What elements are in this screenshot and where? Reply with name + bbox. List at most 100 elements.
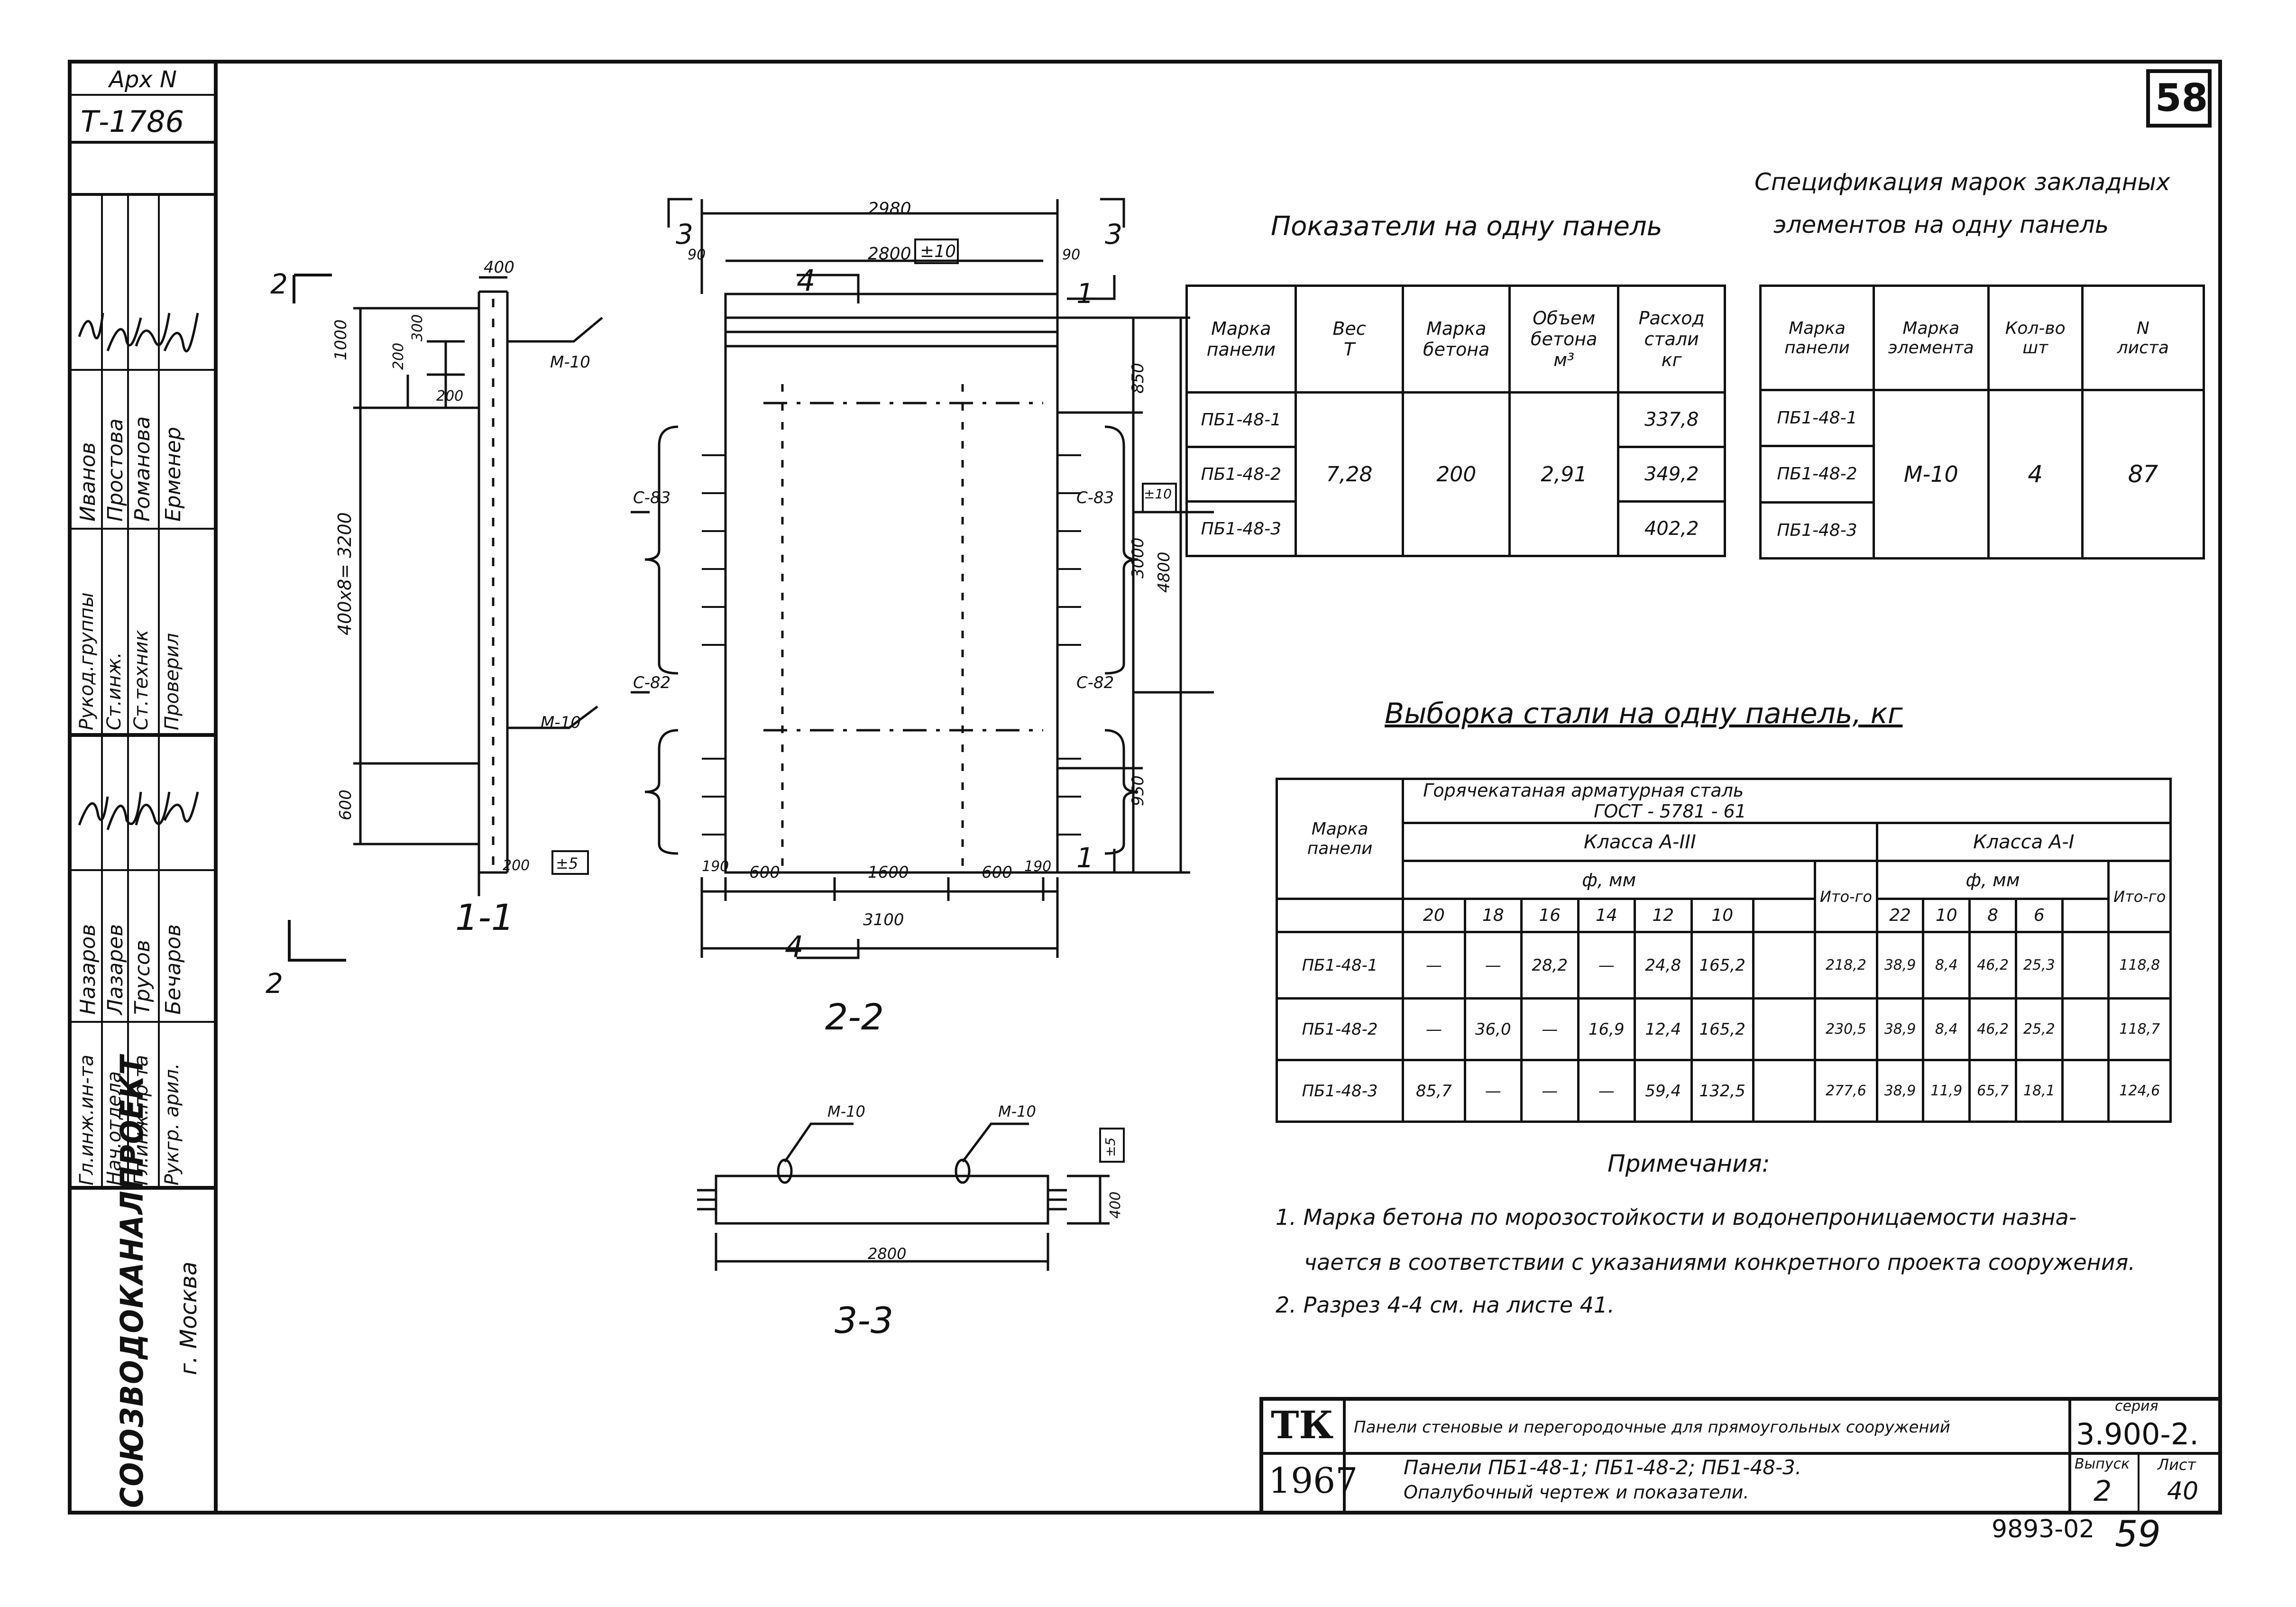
steel-r3-total3: 277,6 [1814, 1059, 1878, 1123]
section-2-2-drawing [631, 198, 1214, 959]
steel-cell: 132,5 [1690, 1059, 1754, 1123]
steel-cell [1752, 997, 1817, 1061]
steel-cell [1752, 931, 1817, 1000]
steel-cell: 12,4 [1634, 997, 1693, 1061]
steel-cell: — [1402, 997, 1466, 1061]
s33-dim-tol: ±5 [1102, 1137, 1118, 1157]
diam-10: 10 [1690, 898, 1754, 933]
steel-head-total1: Ито-го [2107, 860, 2172, 933]
steel-cell: 46,2 [1968, 931, 2017, 1000]
steel-diam-spacer [1275, 899, 1405, 933]
indicators-title: Показатели на одну панель [1271, 211, 1662, 242]
steel-cell [1752, 1059, 1817, 1123]
s33-mark-m10-left: М-10 [827, 1102, 865, 1120]
steel-cell: 8,4 [1922, 997, 1971, 1061]
section-2-2-label: 2-2 [825, 996, 884, 1038]
s22-dim-b190a: 190 [702, 858, 729, 875]
steel-cell: — [1520, 997, 1580, 1061]
s11-dim-top: 400 [484, 258, 514, 277]
steel-cell: 38,9 [1875, 997, 1925, 1061]
s22-dim-b600a: 600 [749, 863, 780, 882]
emb-panel-2: ПБ1-48-2 [1759, 445, 1875, 504]
steel-cell: — [1402, 931, 1466, 1000]
s22-dim-b600b: 600 [982, 863, 1012, 882]
steel-cell: 59,4 [1634, 1059, 1693, 1123]
diam-22: 22 [1875, 898, 1925, 933]
embedded-spec-title-1: Спецификация марок закладных [1754, 168, 2170, 196]
diam-8: 8 [1968, 898, 2017, 933]
steel-cell: 38,9 [1875, 931, 1925, 1000]
steel-cell: — [1577, 931, 1636, 1000]
steel-cell [2061, 997, 2110, 1061]
emb-sheet: 87 [2081, 389, 2205, 560]
ind-panel-1: ПБ1-48-1 [1185, 391, 1297, 448]
diam-6: 6 [2014, 898, 2064, 933]
steel-r2-mark: ПБ1-48-2 [1275, 997, 1405, 1061]
s22-dim-tol10b: ±10 [1144, 486, 1172, 502]
s22-dim-edge90b: 90 [1062, 247, 1081, 263]
steel-cell: 11,9 [1922, 1059, 1971, 1123]
notes-line-2: чается в соответствии с указаниями конкр… [1304, 1249, 2135, 1275]
steel-r2-total3: 230,5 [1814, 997, 1878, 1061]
table-row: ПБ1-48-2 — 36,0 — 16,9 12,4 165,2 230,5 … [1275, 997, 2172, 1061]
diam-blank3 [1752, 898, 1817, 933]
title-block-sheet-label: Лист [2158, 1456, 2196, 1474]
s11-dim-1000: 1000 [331, 319, 350, 360]
steel-cell: 8,4 [1922, 931, 1971, 1000]
ind-steel-1: 337,8 [1617, 391, 1726, 448]
steel-cell [2061, 1059, 2110, 1123]
steel-cell: 165,2 [1690, 931, 1754, 1000]
title-block-year: 1967 [1268, 1460, 1358, 1501]
s11-dim-300: 300 [409, 314, 426, 341]
table-row: ПБ1-48-1 — — 28,2 — 24,8 165,2 218,2 38,… [1275, 931, 2172, 1000]
embedded-spec-title-2: элементов на одну панель [1773, 211, 2109, 239]
steel-head-phi3: ф, мм [1402, 860, 1817, 900]
steel-cell: — [1520, 1059, 1580, 1123]
steel-r1-mark: ПБ1-48-1 [1275, 931, 1405, 1000]
steel-cell: 25,3 [2014, 931, 2064, 1000]
steel-cell: 38,9 [1875, 1059, 1925, 1123]
emb-panel-1: ПБ1-48-1 [1759, 388, 1875, 448]
section-1-1-cut-symbol-bottom [288, 920, 346, 962]
ind-steel-2: 349,2 [1617, 446, 1726, 503]
s22-dim-edge90a: 90 [688, 247, 706, 263]
section-1-1-cut-mark-top: 2 [270, 268, 288, 300]
diam-20: 20 [1402, 898, 1466, 933]
s11-mark-m10-top: М-10 [550, 353, 590, 372]
title-block-issue-label: Выпуск [2075, 1456, 2130, 1472]
notes-line-1: 1. Марка бетона по морозостойкости и вод… [1276, 1204, 2077, 1230]
s22-dim-top-inner: 2800 [868, 244, 911, 264]
steel-cell: 85,7 [1402, 1059, 1466, 1123]
organization-name: СОЮЗВОДОКАНАЛПРОЕКТ [114, 1055, 150, 1508]
steel-selection-title: Выборка стали на одну панель, кг [1385, 697, 1903, 730]
table-row: ПБ1-48-3 85,7 — — — 59,4 132,5 277,6 38,… [1275, 1059, 2172, 1123]
title-block-tk: ТК [1271, 1403, 1334, 1447]
s22-dim-right950: 950 [1129, 775, 1148, 806]
steel-cell: 16,9 [1577, 997, 1636, 1061]
diam-10b: 10 [1922, 898, 1971, 933]
steel-head-class1: Класса А-I [1875, 822, 2172, 862]
steel-cell: 24,8 [1634, 931, 1693, 1000]
inventory-header: Арх N [109, 66, 177, 93]
s33-dim-height: 400 [1107, 1191, 1124, 1219]
notes-title: Примечания: [1607, 1150, 1770, 1177]
section-1-1-label: 1-1 [455, 896, 514, 938]
steel-cell: — [1463, 931, 1523, 1000]
steel-cell: 25,2 [2014, 997, 2064, 1061]
bottom-code: 9893-02 [1992, 1515, 2095, 1543]
s22-mark-c82-right: С-82 [1076, 673, 1114, 692]
s22-cut-1-bottom: 1 [1076, 842, 1094, 874]
steel-head-class3: Класса А-III [1402, 822, 1878, 862]
s11-dim-200a: 200 [390, 343, 407, 370]
steel-head-total3: Ито-го [1814, 860, 1878, 933]
